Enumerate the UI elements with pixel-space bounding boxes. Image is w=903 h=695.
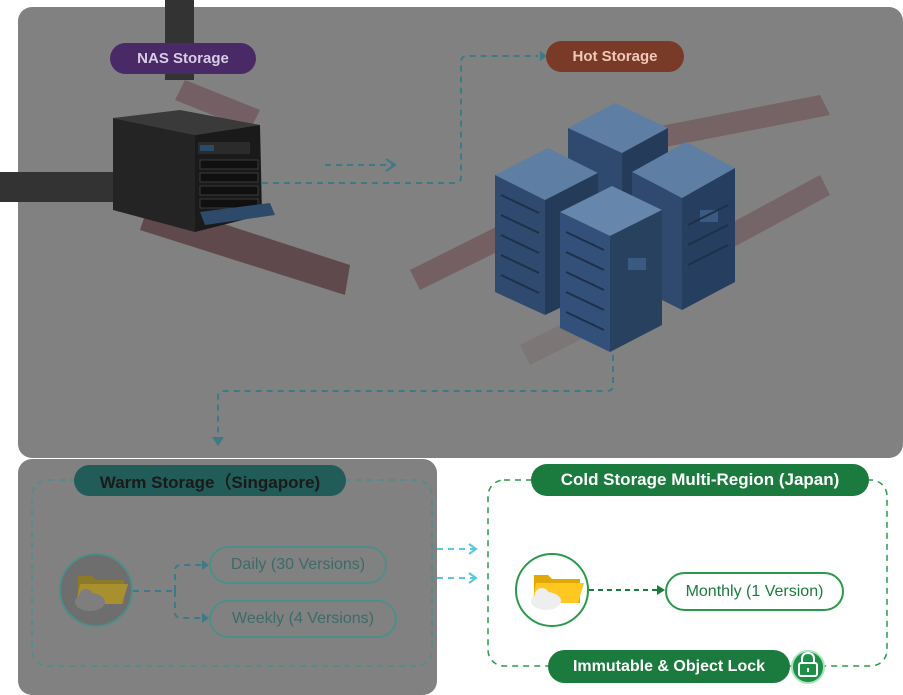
nas-band-top xyxy=(175,80,260,130)
nas-bar-horizontal xyxy=(0,172,120,202)
cold-group-box xyxy=(487,479,888,667)
warm-to-cold-connectors xyxy=(437,548,474,579)
server-rack-icon xyxy=(495,103,735,352)
cold-storage-label: Cold Storage Multi-Region (Japan) xyxy=(531,464,869,496)
lock-icon xyxy=(791,650,825,684)
weekly-retention-option: Weekly (4 Versions) xyxy=(209,600,397,638)
monthly-retention-option: Monthly (1 Version) xyxy=(665,572,844,611)
nas-storage-label: NAS Storage xyxy=(110,43,256,74)
nas-device-icon xyxy=(113,110,275,232)
warm-storage-label: Warm Storage（Singapore) xyxy=(74,465,346,496)
warm-cloud-folder-icon xyxy=(59,553,133,627)
warm-connectors xyxy=(133,564,203,619)
hot-band-right-top xyxy=(640,95,830,150)
cold-cloud-folder-icon xyxy=(515,553,589,627)
daily-retention-option: Daily (30 Versions) xyxy=(209,546,387,584)
immutable-object-lock-badge: Immutable & Object Lock xyxy=(548,650,790,683)
connectors-top xyxy=(217,55,614,440)
hot-storage-label: Hot Storage xyxy=(546,41,684,72)
